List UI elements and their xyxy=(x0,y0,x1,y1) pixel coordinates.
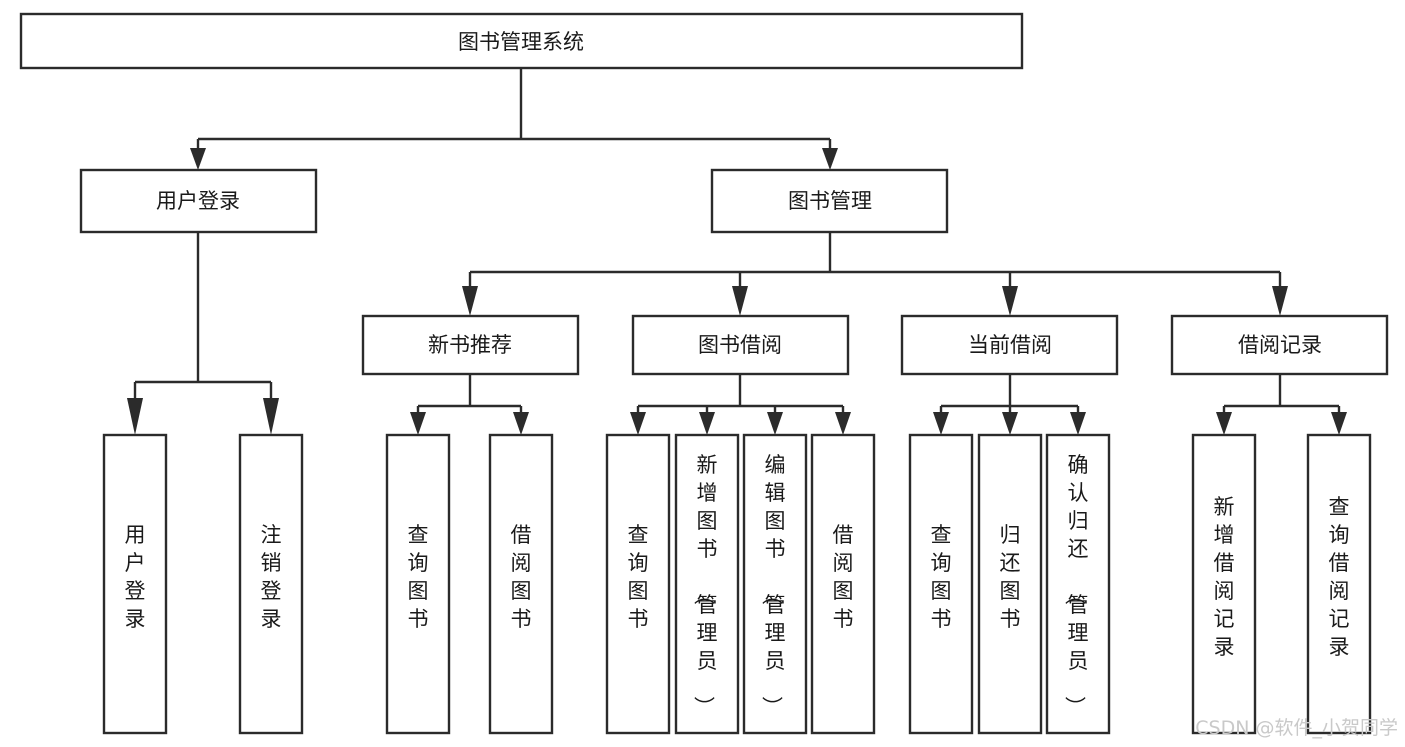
leaf-current-borrow-2-box[interactable] xyxy=(1045,433,1111,735)
leaf-borrow-record-0-label: 新增借阅记录 xyxy=(1214,495,1235,659)
arrow-head-level3-3 xyxy=(1272,286,1288,316)
node-user-login-box[interactable] xyxy=(79,168,318,234)
node-book-borrow[interactable]: 图书借阅 xyxy=(631,314,850,376)
arrow-head-user-login xyxy=(190,148,206,170)
node-new-book-recommend-label: 新书推荐 xyxy=(428,333,512,357)
leaf-book-borrow-2-box[interactable] xyxy=(742,433,808,735)
leaf-new-book-0-label: 查询图书 xyxy=(408,523,429,631)
node-borrow-record[interactable]: 借阅记录 xyxy=(1170,314,1389,376)
leaf-new-book-1-box[interactable] xyxy=(488,433,554,735)
leaf-current-borrow-1-box[interactable] xyxy=(977,433,1043,735)
leaf-book-borrow-0-label: 查询图书 xyxy=(628,523,649,631)
leaf-book-borrow-1-box[interactable] xyxy=(674,433,740,735)
arrow-head-book-manage xyxy=(822,148,838,170)
arrow-head-leaf-current-borrow-1 xyxy=(1002,412,1018,435)
arrow-head-leaf-new-book-1 xyxy=(513,412,529,435)
leaf-new-book-0-box[interactable] xyxy=(385,433,451,735)
leaf-book-borrow-2-label: 编辑图书（管理员） xyxy=(760,453,786,717)
leaf-book-borrow-0-box[interactable] xyxy=(605,433,671,735)
connector-layer xyxy=(127,68,1347,435)
leaf-user-login-1-box[interactable] xyxy=(238,433,304,735)
arrow-head-leaf-book-borrow-0 xyxy=(630,412,646,435)
arrow-head-leaf-book-borrow-2 xyxy=(767,412,783,435)
arrow-head-leaf-book-borrow-3 xyxy=(835,412,851,435)
leaf-borrow-record-1-label: 查询借阅记录 xyxy=(1329,495,1350,659)
node-borrow-record-label: 借阅记录 xyxy=(1238,333,1322,357)
leaf-user-login-1-label: 注销登录 xyxy=(261,523,282,631)
arrow-head-leaf-current-borrow-2 xyxy=(1070,412,1086,435)
leaf-user-login-0-label: 用户登录 xyxy=(125,523,146,631)
leaf-current-borrow-0[interactable]: 查询图书 xyxy=(908,433,974,735)
leaf-borrow-record-1-box[interactable] xyxy=(1306,433,1372,735)
leaf-new-book-1-label: 借阅图书 xyxy=(511,523,532,631)
arrow-head-level3-2 xyxy=(1002,286,1018,316)
leaf-book-borrow-1-label: 新增图书（管理员） xyxy=(692,453,718,717)
node-book-manage[interactable]: 图书管理 xyxy=(710,168,949,234)
node-book-borrow-box[interactable] xyxy=(631,314,850,376)
node-book-borrow-label: 图书借阅 xyxy=(698,333,782,357)
leaf-borrow-record-0-box[interactable] xyxy=(1191,433,1257,735)
arrow-head-leaf-book-borrow-1 xyxy=(699,412,715,435)
leaf-current-borrow-2[interactable]: 确认归还（管理员） xyxy=(1045,433,1111,735)
leaf-borrow-record-1[interactable]: 查询借阅记录 xyxy=(1306,433,1372,735)
node-current-borrow-box[interactable] xyxy=(900,314,1119,376)
node-user-login-label: 用户登录 xyxy=(156,189,240,213)
leaf-book-borrow-3-box[interactable] xyxy=(810,433,876,735)
leaf-new-book-1[interactable]: 借阅图书 xyxy=(488,433,554,735)
arrow-head-leaf-borrow-record-1 xyxy=(1331,412,1347,435)
leaf-current-borrow-0-box[interactable] xyxy=(908,433,974,735)
leaf-current-borrow-1-label: 归还图书 xyxy=(1000,523,1021,631)
node-new-book-recommend[interactable]: 新书推荐 xyxy=(361,314,580,376)
leaf-book-borrow-3[interactable]: 借阅图书 xyxy=(810,433,876,735)
arrow-head-level3-0 xyxy=(462,286,478,316)
arrow-head-level3-1 xyxy=(732,286,748,316)
leaf-book-borrow-0[interactable]: 查询图书 xyxy=(605,433,671,735)
leaf-book-borrow-3-label: 借阅图书 xyxy=(833,523,854,631)
arrow-head-leaf-borrow-record-0 xyxy=(1216,412,1232,435)
leaf-book-borrow-1[interactable]: 新增图书（管理员） xyxy=(674,433,740,735)
arrow-head-leaf-user-login-1 xyxy=(263,398,279,435)
leaf-new-book-0[interactable]: 查询图书 xyxy=(385,433,451,735)
node-root-box[interactable] xyxy=(19,12,1024,70)
arrow-head-leaf-new-book-0 xyxy=(410,412,426,435)
node-current-borrow-label: 当前借阅 xyxy=(968,333,1052,357)
arrow-head-leaf-user-login-0 xyxy=(127,398,143,435)
csdn-watermark: CSDN @软件_小贺同学 xyxy=(1195,717,1398,739)
node-user-login[interactable]: 用户登录 xyxy=(79,168,318,234)
leaf-user-login-0-box[interactable] xyxy=(102,433,168,735)
node-current-borrow[interactable]: 当前借阅 xyxy=(900,314,1119,376)
leaf-current-borrow-1[interactable]: 归还图书 xyxy=(977,433,1043,735)
arrow-head-leaf-current-borrow-0 xyxy=(933,412,949,435)
node-new-book-recommend-box[interactable] xyxy=(361,314,580,376)
node-book-manage-label: 图书管理 xyxy=(788,189,872,213)
node-root-label: 图书管理系统 xyxy=(458,30,584,54)
leaf-book-borrow-2[interactable]: 编辑图书（管理员） xyxy=(742,433,808,735)
leaf-current-borrow-0-label: 查询图书 xyxy=(931,523,952,631)
leaf-borrow-record-0[interactable]: 新增借阅记录 xyxy=(1191,433,1257,735)
leaf-user-login-1[interactable]: 注销登录 xyxy=(238,433,304,735)
leaf-current-borrow-2-label: 确认归还（管理员） xyxy=(1063,453,1089,717)
node-borrow-record-box[interactable] xyxy=(1170,314,1389,376)
leaf-user-login-0[interactable]: 用户登录 xyxy=(102,433,168,735)
node-book-manage-box[interactable] xyxy=(710,168,949,234)
node-root[interactable]: 图书管理系统 xyxy=(19,12,1024,70)
